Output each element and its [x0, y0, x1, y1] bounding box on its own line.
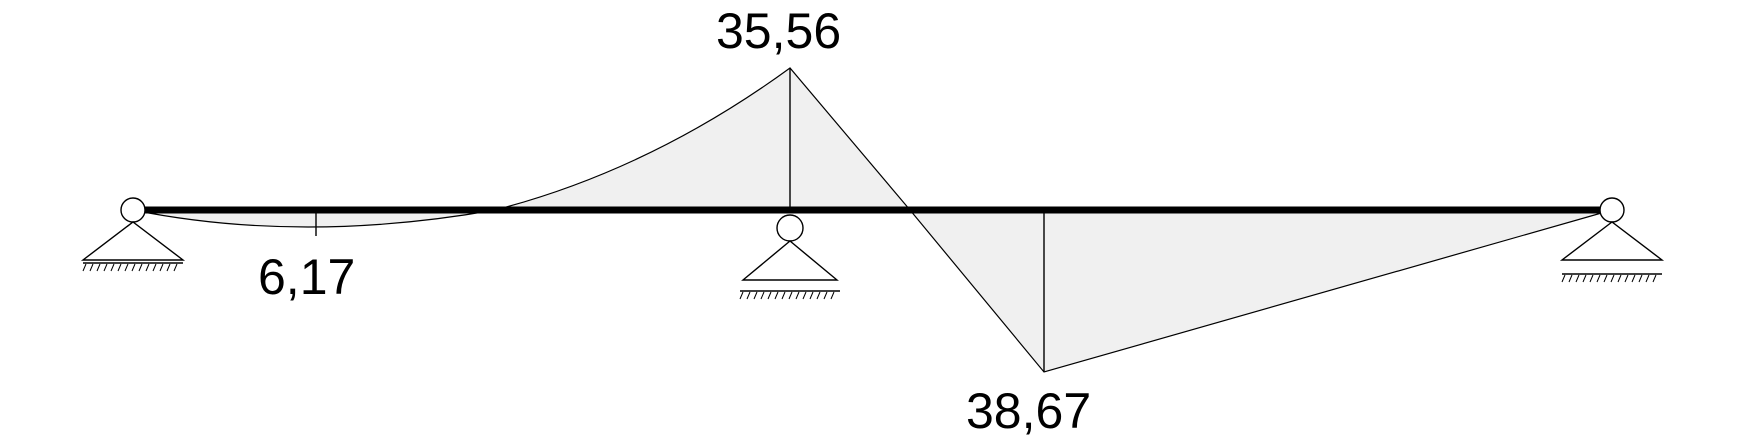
- middle-support-hatch: [739, 291, 835, 300]
- right-pin-support: [1559, 197, 1665, 283]
- span2-moment-label: 38,67: [966, 383, 1091, 439]
- support-hogging-area: [494, 67, 912, 211]
- middle-support-triangle: [741, 240, 839, 281]
- middle-roller-support: [739, 214, 840, 300]
- left-support-hatch: [82, 263, 178, 272]
- left-pin-support: [80, 197, 186, 272]
- support-moment-label: 35,56: [716, 3, 841, 59]
- span1-sagging-area: [132, 209, 496, 228]
- span1-moment-label: 6,17: [258, 249, 355, 305]
- moment-diagram-fill: [132, 67, 1613, 373]
- left-support-hinge: [120, 197, 146, 223]
- left-support-triangle: [80, 221, 186, 261]
- middle-support-roller: [776, 214, 804, 242]
- right-support-hinge: [1599, 197, 1625, 223]
- ordinate-lines: [315, 68, 1045, 372]
- right-support-hatch: [1561, 274, 1657, 283]
- right-support-triangle: [1559, 221, 1665, 261]
- span2-sagging-area: [908, 209, 1613, 373]
